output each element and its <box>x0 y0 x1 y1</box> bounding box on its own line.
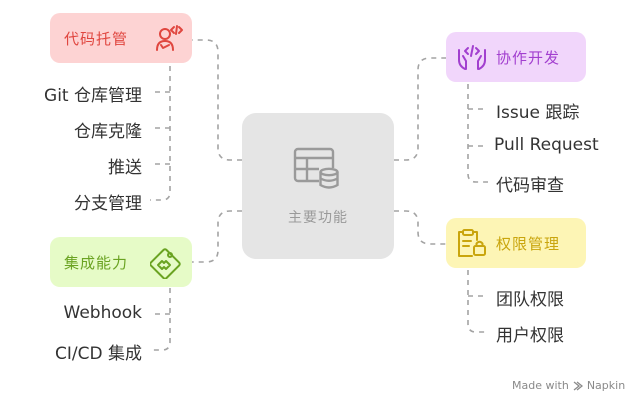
connector-center-code-hosting <box>192 39 242 161</box>
bracket-permissions <box>467 270 488 333</box>
watermark-brand: Napkin <box>586 379 626 392</box>
node-code-hosting: 代码托管 <box>50 13 192 63</box>
database-table-icon <box>293 147 339 190</box>
node-label: 代码托管 <box>64 29 129 48</box>
bracket-code-hosting <box>150 66 171 201</box>
node-integration: 集成能力 <box>50 237 192 287</box>
node-label: 集成能力 <box>64 253 129 272</box>
leaf-permissions-2: 用户权限 <box>496 326 564 346</box>
node-label: 协作开发 <box>496 48 561 67</box>
leaf-collaboration-2: Pull Request <box>494 135 599 155</box>
watermark-text: Made with <box>512 379 569 392</box>
center-label: 主要功能 <box>288 210 348 226</box>
hands-code-icon <box>458 45 486 70</box>
connector-center-collaboration <box>394 57 446 161</box>
napkin-icon <box>573 380 583 391</box>
leaf-integration-1: Webhook <box>63 303 142 323</box>
node-permissions: 权限管理 <box>446 218 586 268</box>
bracket-collaboration <box>467 84 488 183</box>
connector-center-integration <box>192 210 242 263</box>
leaf-code-hosting-1: Git 仓库管理 <box>44 86 142 106</box>
node-label: 权限管理 <box>496 234 561 253</box>
clipboard-lock-icon <box>458 229 486 257</box>
connector-center-permissions <box>394 210 446 245</box>
leaf-permissions-1: 团队权限 <box>496 290 564 310</box>
node-collaboration: 协作开发 <box>446 32 586 82</box>
leaf-code-hosting-3: 推送 <box>108 158 142 178</box>
leaf-integration-2: CI/CD 集成 <box>55 344 142 364</box>
leaf-code-hosting-4: 分支管理 <box>74 194 142 214</box>
developer-icon <box>156 25 183 51</box>
leaf-collaboration-1: Issue 跟踪 <box>496 103 580 123</box>
leaf-code-hosting-2: 仓库克隆 <box>74 122 142 142</box>
puzzle-tag-icon <box>150 248 181 279</box>
watermark: Made with Napkin <box>512 379 625 392</box>
bracket-integration <box>150 288 171 351</box>
leaf-collaboration-3: 代码审查 <box>496 176 564 196</box>
center-node: 主要功能 <box>242 113 394 259</box>
